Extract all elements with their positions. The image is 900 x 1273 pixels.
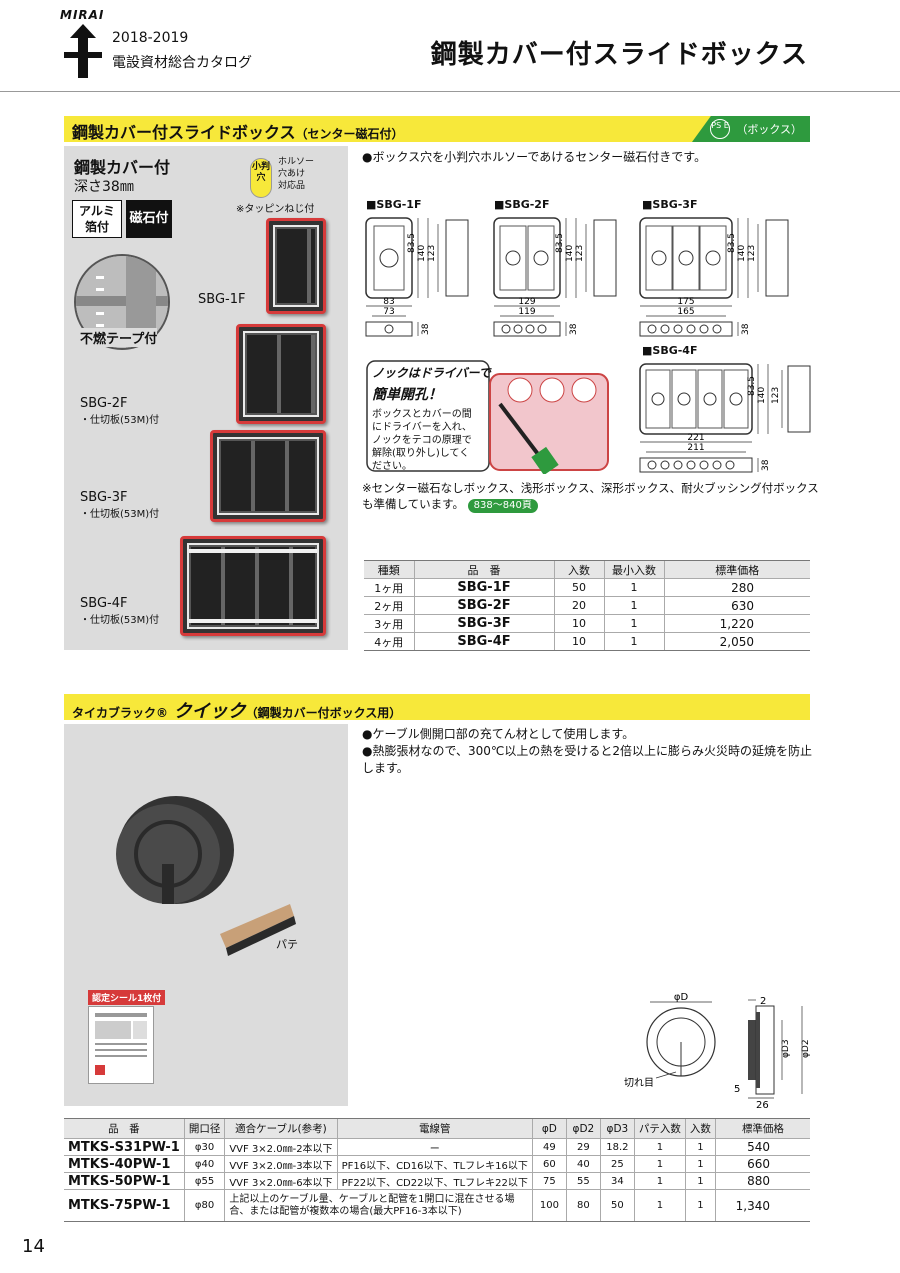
page-reference-link[interactable]: 838～840頁 bbox=[467, 499, 538, 513]
label-sbg-3f: SBG-3F・仕切板(53M)付 bbox=[80, 490, 160, 520]
nock-instruction: ボックスとカバーの間にドライバーを入れ、ノックをテコの原理で解除(取り外し)して… bbox=[372, 409, 472, 472]
oval-hole-badge: 小判穴 bbox=[250, 158, 272, 198]
table-header-row: 品 番 開口径 適合ケーブル(参考) 電線管 φD φD2 φD3 パテ入数 入… bbox=[64, 1118, 810, 1139]
dim-w1: 175 bbox=[677, 297, 694, 307]
dim-h2: 140 bbox=[737, 245, 747, 262]
brand-logo-text: MIRAI bbox=[60, 8, 105, 22]
pse-mark-icon: PS E bbox=[710, 119, 730, 139]
dimension-diagram-sbg-4f: 83.5 140 123 221 211 38 bbox=[639, 363, 811, 473]
certification-seal-image bbox=[88, 1006, 154, 1084]
dimension-diagram-sbg-1f: 83.5 140 123 83 73 38 bbox=[365, 217, 469, 337]
mirai-logo-icon bbox=[64, 24, 102, 78]
dim-phi-d: φD bbox=[674, 992, 689, 1003]
slide-box-price-table: 種類 品 番 入数 最小入数 標準価格 1ヶ用 SBG-1F 50 1 280 … bbox=[364, 560, 810, 651]
page-number: 14 bbox=[22, 1236, 45, 1257]
dim-depth: 38 bbox=[741, 323, 751, 335]
quick-features: ●ケーブル側開口部の充てん材として使用します。 ●熱膨張材なので、300℃以上の… bbox=[362, 727, 813, 775]
table-row: MTKS-40PW-1 φ40 VVF 3×2.0㎜-3本以下 PF16以下、C… bbox=[64, 1155, 810, 1173]
dim-depth: 38 bbox=[421, 323, 431, 335]
holesaw-note: ホルソー 穴あけ 対応品 bbox=[278, 157, 315, 191]
magnet-tag: 磁石付 bbox=[126, 200, 172, 238]
table-row: 4ヶ用 SBG-4F 10 1 2,050 bbox=[364, 632, 810, 651]
table-row: 2ヶ用 SBG-2F 20 1 630 bbox=[364, 596, 810, 615]
quick-price-table: 品 番 開口径 適合ケーブル(参考) 電線管 φD φD2 φD3 パテ入数 入… bbox=[64, 1118, 810, 1222]
dimension-diagram-sbg-2f: 83.5 140 123 129 119 38 bbox=[493, 217, 617, 337]
diagram-label-sbg-2f: ■SBG-2F bbox=[494, 198, 550, 211]
dim-h2: 140 bbox=[417, 245, 427, 262]
product-photo-sbg-3f bbox=[210, 430, 326, 522]
table-row: MTKS-S31PW-1 φ30 VVF 3×2.0㎜-2本以下 ー 49 29… bbox=[64, 1138, 810, 1156]
dim-26: 26 bbox=[756, 1100, 769, 1110]
product-photo-sbg-1f bbox=[266, 218, 326, 314]
dim-h1: 83.5 bbox=[407, 233, 417, 253]
table-row: 3ヶ用 SBG-3F 10 1 1,220 bbox=[364, 614, 810, 633]
cut-label: 切れ目 bbox=[624, 1077, 654, 1089]
related-products-note: ※センター磁石なしボックス、浅形ボックス、深形ボックス、耐火ブッシング付ボックス… bbox=[362, 481, 819, 513]
dim-phi-d3: φD3 bbox=[781, 1039, 791, 1058]
table-row: MTKS-50PW-1 φ55 VVF 3×2.0㎜-6本以下 PF22以下、C… bbox=[64, 1172, 810, 1190]
dim-w1: 83 bbox=[383, 297, 394, 307]
feature-text: ●ボックス穴を小判穴ホルソーであけるセンター磁石付きです。 bbox=[362, 150, 707, 164]
product-photo-panel: 鋼製カバー付 深さ38㎜ アルミ 箔付 磁石付 小判穴 ホルソー 穴あけ 対応品… bbox=[64, 146, 348, 650]
putty-label: パテ bbox=[276, 938, 298, 951]
quick-dimension-diagram: φD 切れ目 2 φD3 φD2 5 26 bbox=[624, 992, 811, 1110]
dim-h3: 123 bbox=[427, 245, 437, 262]
dim-w2: 119 bbox=[518, 307, 535, 317]
dim-phi-d2: φD2 bbox=[801, 1039, 811, 1058]
table-row: MTKS-75PW-1 φ80 上記以上のケーブル量、ケーブルと配管を1開口に混… bbox=[64, 1189, 810, 1222]
dim-w1: 221 bbox=[687, 433, 704, 443]
aluminum-foil-tag: アルミ 箔付 bbox=[72, 200, 122, 238]
diagram-label-sbg-4f: ■SBG-4F bbox=[642, 344, 698, 357]
label-sbg-4f: SBG-4F・仕切板(53M)付 bbox=[80, 596, 160, 626]
nock-subtitle: 簡単開孔！ bbox=[372, 387, 442, 403]
page-title: 鋼製カバー付スライドボックス bbox=[430, 40, 808, 70]
table-row: 1ヶ用 SBG-1F 50 1 280 bbox=[364, 578, 810, 597]
dim-h1: 83.5 bbox=[727, 233, 737, 253]
table-header-row: 種類 品 番 入数 最小入数 標準価格 bbox=[364, 560, 810, 579]
dim-h1: 83.5 bbox=[555, 233, 565, 253]
dim-h2: 140 bbox=[565, 245, 575, 262]
dimension-diagram-sbg-3f: 83.5 140 123 175 165 38 bbox=[639, 217, 789, 337]
dim-5: 5 bbox=[734, 1084, 740, 1095]
dim-h3: 123 bbox=[771, 387, 781, 404]
catalog-year: 2018-2019 bbox=[112, 30, 189, 46]
section-title: 鋼製カバー付スライドボックス（センター磁石付） bbox=[72, 123, 404, 142]
product-photo-sbg-2f bbox=[236, 324, 326, 424]
dim-h3: 123 bbox=[575, 245, 585, 262]
dim-2: 2 bbox=[760, 996, 766, 1007]
product-photo-sbg-4f bbox=[180, 536, 326, 636]
catalog-name: 電設資材総合カタログ bbox=[112, 55, 252, 71]
dim-depth: 38 bbox=[761, 459, 771, 471]
section-bar-quick: タイカブラック® クイック（鋼製カバー付ボックス用） bbox=[64, 694, 810, 722]
nonflammable-tape-label: 不燃テープ付 bbox=[80, 328, 158, 347]
diagram-label-sbg-3f: ■SBG-3F bbox=[642, 198, 698, 211]
dim-depth: 38 bbox=[569, 323, 579, 335]
certification-seal-label: 認定シール1枚付 bbox=[88, 990, 166, 1005]
dim-w2: 165 bbox=[677, 307, 694, 317]
screwdriver-illustration bbox=[489, 373, 609, 474]
dim-h2: 140 bbox=[757, 387, 767, 404]
quick-filler-photo bbox=[116, 796, 296, 956]
dim-w2: 211 bbox=[687, 443, 704, 453]
dim-h1: 83.5 bbox=[747, 376, 757, 396]
dim-w1: 129 bbox=[518, 297, 535, 307]
page-header: MIRAI 2018-2019 電設資材総合カタログ 鋼製カバー付スライドボック… bbox=[0, 0, 900, 92]
diagram-label-sbg-1f: ■SBG-1F bbox=[366, 198, 422, 211]
section-bar-slide-box: 鋼製カバー付スライドボックス（センター磁石付） PS E （ボックス） bbox=[64, 116, 810, 142]
dim-w2: 73 bbox=[383, 307, 394, 317]
dim-h3: 123 bbox=[747, 245, 757, 262]
label-sbg-2f: SBG-2F・仕切板(53M)付 bbox=[80, 396, 160, 426]
nock-title: ノックはドライバーで bbox=[372, 366, 491, 380]
section-title: タイカブラック® クイック（鋼製カバー付ボックス用） bbox=[72, 701, 402, 722]
label-sbg-1f: SBG-1F bbox=[198, 292, 246, 307]
pse-label: （ボックス） bbox=[736, 123, 802, 136]
